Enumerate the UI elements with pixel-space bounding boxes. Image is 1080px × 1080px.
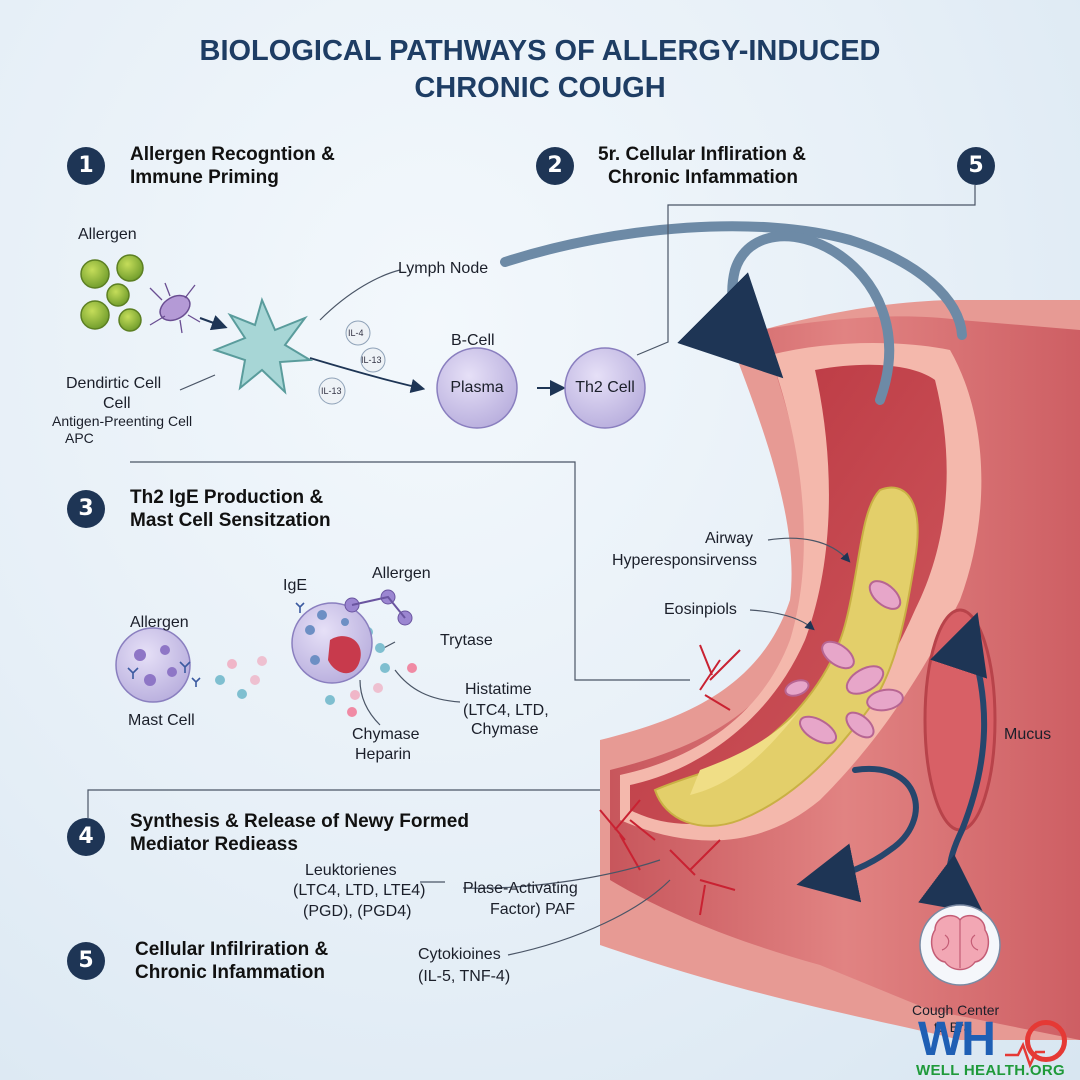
- step-1-heading-line-1: Allergen Recogntion &: [130, 144, 335, 165]
- step-3-heading-line-2: Mast Cell Sensitzation: [130, 510, 331, 531]
- histatime-label: Histatime: [465, 681, 532, 698]
- step-4-heading-line-2: Mediator Redieass: [130, 834, 298, 855]
- chymase-label: Chymase: [352, 726, 420, 743]
- trytase-label: Trytase: [440, 632, 493, 649]
- apc-label-2: APC: [65, 430, 94, 446]
- apc-label: Antigen-Preenting Cell: [52, 413, 193, 429]
- step-badge-2: 2: [536, 147, 574, 185]
- connector-lines: [87, 185, 976, 956]
- cough-center-label-2: to Bra: [934, 1019, 972, 1035]
- paf-label: Plase-Activating: [463, 880, 578, 897]
- step-badge-3: 3: [67, 490, 105, 528]
- leukotrienes-label-3: (PGD), (PGD4): [303, 903, 412, 920]
- th2-cell: [564, 347, 646, 429]
- histatime-label-2: (LTC4, LTD,: [463, 702, 549, 719]
- step-badge-1: 1: [67, 147, 105, 185]
- logo-tagline: WELL HEALTH.ORG: [916, 1062, 1065, 1079]
- brain-icon: [919, 904, 1001, 986]
- step-2-heading-line-2: Chronic Infammation: [608, 167, 799, 188]
- leukotrienes-label: Leuktorienes: [305, 862, 397, 879]
- plasma-label: Plasma: [450, 379, 504, 396]
- step-badge-5: 5: [67, 942, 105, 980]
- interleukin-bubbles: [318, 320, 386, 405]
- cytokines-label: Cytokioines: [418, 946, 501, 963]
- paf-label-2: Factor) PAF: [490, 901, 576, 918]
- th2-cell-label: Th2 Cell: [575, 379, 635, 396]
- dendritic-cell: [212, 297, 314, 395]
- mucus-arrows: [796, 612, 988, 915]
- step-badge-5-top: 5: [957, 147, 995, 185]
- mast-cell-label: Mast Cell: [128, 712, 195, 729]
- lymph-node-label: Lymph Node: [398, 260, 489, 277]
- title-line-2: CHRONIC COUGH: [414, 72, 666, 104]
- allergen-top-label: Allergen: [372, 565, 431, 582]
- histatime-label-3: Chymase: [471, 721, 539, 738]
- il4-bubble-label: IL-4: [348, 328, 364, 338]
- cytokines-label-2: (IL-5, TNF-4): [418, 968, 511, 985]
- pollen-grains: [80, 254, 144, 332]
- pathway-arrows: [500, 221, 967, 405]
- mucus-label: Mucus: [1004, 726, 1052, 743]
- il13-bubble-label: IL-13: [361, 355, 382, 365]
- step-4-heading-line-1: Synthesis & Release of Newy Formed: [130, 811, 469, 832]
- hyperresponsiveness-label: Hyperesponsirvenss: [612, 552, 757, 569]
- eosinophils-label: Eosinpiols: [664, 601, 737, 618]
- title-line-1: BIOLOGICAL PATHWAYS OF ALLERGY-INDUCED: [199, 35, 881, 67]
- heparin-label: Heparin: [355, 746, 412, 763]
- dendritic-cell-label: Dendirtic Cell: [66, 375, 162, 392]
- allergen-label: Allergen: [78, 226, 137, 243]
- dendritic-cell-label-2: Cell: [103, 395, 131, 412]
- ige-label: IgE: [283, 577, 308, 594]
- airway-label: Airway: [705, 530, 754, 547]
- step-5-heading-line-1: Cellular Infilriration &: [135, 939, 329, 960]
- leukotrienes-label-2: (LTC4, LTD, LTE4): [293, 882, 426, 899]
- b-cell-label: B-Cell: [451, 332, 495, 349]
- mast-cell-left: [115, 627, 191, 703]
- step-1-heading-line-2: Immune Priming: [130, 167, 279, 188]
- cough-center-label: Cough Center: [912, 1002, 1000, 1018]
- allergen-left-label: Allergen: [130, 614, 189, 631]
- logo-o-ring: [1025, 1020, 1067, 1062]
- dust-mite: [149, 282, 201, 334]
- il13-bubble-label-2: IL-13: [321, 386, 342, 396]
- plasma-cell: [436, 347, 518, 429]
- step-3-heading-line-1: Th2 IgE Production &: [130, 487, 324, 508]
- step-2-heading-line-1: 5r. Cellular Infliration &: [598, 144, 806, 165]
- logo-letters: WH: [918, 1013, 996, 1066]
- step-badge-4: 4: [67, 818, 105, 856]
- step-5-heading-line-2: Chronic Infammation: [135, 962, 326, 983]
- airway-illustration: [599, 300, 1080, 1040]
